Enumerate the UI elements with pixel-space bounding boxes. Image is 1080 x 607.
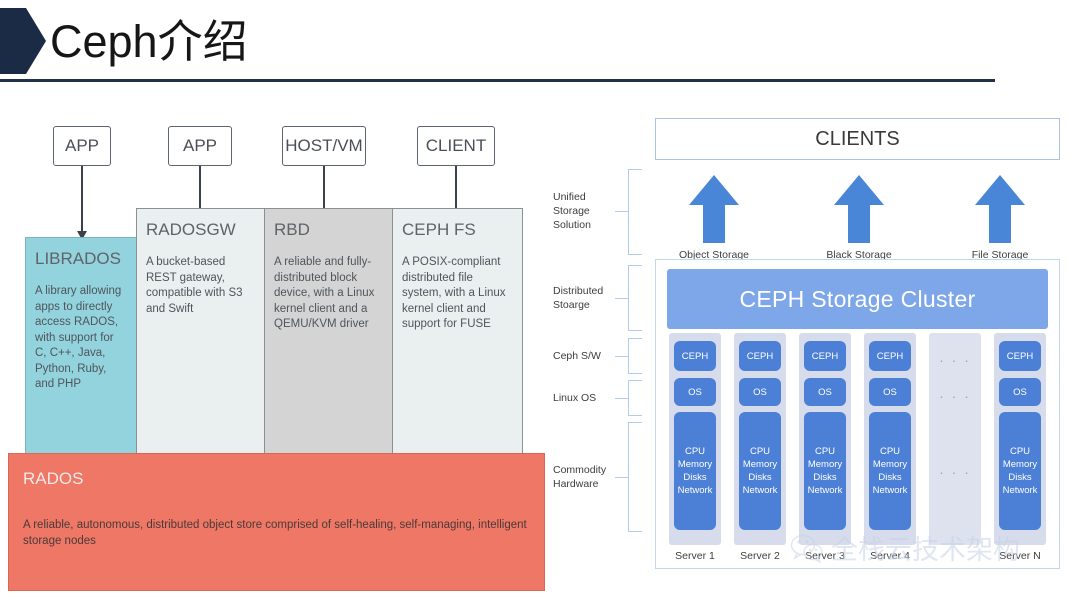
slide-header: Ceph介绍 bbox=[0, 0, 1080, 86]
bracket-stem-ceph-sw bbox=[615, 356, 628, 358]
server-column: CEPH OS CPU Memory Disks Network bbox=[734, 333, 786, 545]
bracket-label-unified-storage: Unified Storage Solution bbox=[553, 190, 591, 232]
node-chip-hardware: CPU Memory Disks Network bbox=[674, 412, 716, 530]
node-chip-os: OS bbox=[999, 378, 1041, 406]
server-column: CEPH OS CPU Memory Disks Network bbox=[799, 333, 851, 545]
node-chip-os: OS bbox=[869, 378, 911, 406]
client-box-client: CLIENT bbox=[417, 126, 495, 166]
server-label: Server 3 bbox=[805, 550, 845, 562]
ellipsis-os-row: · · · bbox=[939, 388, 971, 404]
layer-desc-rbd: A reliable and fully-distributed block d… bbox=[274, 256, 375, 330]
page-title: Ceph介绍 bbox=[50, 16, 248, 67]
connector-arrow-app2 bbox=[194, 166, 205, 218]
bracket-stem-distributed-storage bbox=[615, 298, 628, 300]
node-chip-ceph: CEPH bbox=[674, 341, 716, 371]
bracket-unified-storage bbox=[628, 169, 642, 255]
layer-desc-librados: A library allowing apps to directly acce… bbox=[35, 285, 122, 390]
arrow-label-black-storage: Black Storage bbox=[826, 249, 892, 261]
layer-title-rbd: RBD bbox=[274, 220, 310, 239]
node-chip-hardware: CPU Memory Disks Network bbox=[804, 412, 846, 530]
server-column: CEPH OS CPU Memory Disks Network bbox=[864, 333, 916, 545]
server-label: Server 1 bbox=[675, 550, 715, 562]
layer-title-rados: RADOS bbox=[23, 469, 84, 488]
client-box-app-2: APP bbox=[168, 126, 232, 166]
bracket-linux-os bbox=[628, 380, 642, 416]
header-chevron-icon bbox=[0, 8, 46, 74]
bracket-label-line: Distributed Stoarge bbox=[553, 285, 604, 311]
bracket-label-commodity-hardware: Commodity Hardware bbox=[553, 463, 606, 491]
client-box-hostvm: HOST/VM bbox=[282, 126, 366, 166]
ceph-stack-diagram: APP APP HOST/VM CLIENT LIBRADOS A librar… bbox=[0, 95, 545, 595]
bracket-label-line: Commodity Hardware bbox=[553, 464, 607, 490]
node-chip-ceph: CEPH bbox=[804, 341, 846, 371]
header-divider bbox=[0, 79, 995, 82]
layer-box-rados: RADOS A reliable, autonomous, distribute… bbox=[8, 453, 545, 591]
bracket-distributed-storage bbox=[628, 265, 642, 331]
layer-desc-rados: A reliable, autonomous, distributed obje… bbox=[23, 519, 527, 547]
layer-title-librados: LIBRADOS bbox=[35, 249, 121, 268]
arrow-black-storage bbox=[832, 173, 886, 245]
ceph-cluster-diagram: CLIENTS Unified Storage Solution Object … bbox=[545, 95, 1080, 595]
cluster-banner: CEPH Storage Cluster bbox=[667, 269, 1048, 329]
arrow-object-storage bbox=[687, 173, 741, 245]
arrow-label-object-storage: Object Storage bbox=[678, 249, 750, 261]
server-column: CEPH OS CPU Memory Disks Network bbox=[994, 333, 1046, 545]
bracket-label-distributed-storage: Distributed Stoarge bbox=[553, 284, 603, 312]
node-chip-ceph: CEPH bbox=[999, 341, 1041, 371]
server-label: Server N bbox=[999, 550, 1041, 562]
bracket-stem-linux-os bbox=[615, 398, 628, 400]
bracket-label-ceph-sw: Ceph S/W bbox=[553, 350, 601, 362]
client-box-app-1: APP bbox=[53, 126, 111, 166]
arrow-file-storage bbox=[973, 173, 1027, 245]
layer-desc-radosgw: A bucket-based REST gateway, compatible … bbox=[146, 256, 243, 315]
layer-box-cephfs: CEPH FS A POSIX-compliant distributed fi… bbox=[392, 208, 523, 472]
connector-arrow-hostvm bbox=[318, 166, 329, 218]
bracket-ceph-sw bbox=[628, 338, 642, 374]
node-chip-ceph: CEPH bbox=[869, 341, 911, 371]
node-chip-os: OS bbox=[739, 378, 781, 406]
node-chip-ceph: CEPH bbox=[739, 341, 781, 371]
arrow-label-file-storage: File Storage bbox=[971, 249, 1029, 261]
bracket-stem-unified-storage bbox=[615, 211, 628, 213]
connector-arrow-app1 bbox=[76, 166, 87, 240]
layer-desc-cephfs: A POSIX-compliant distributed file syste… bbox=[402, 256, 506, 330]
layer-title-radosgw: RADOSGW bbox=[146, 220, 236, 239]
bracket-label-linux-os: Linux OS bbox=[553, 392, 597, 404]
clients-box: CLIENTS bbox=[655, 118, 1060, 160]
ellipsis-ceph-row: · · · bbox=[939, 352, 971, 368]
server-label: Server 4 bbox=[870, 550, 910, 562]
node-chip-os: OS bbox=[674, 378, 716, 406]
bracket-stem-commodity-hardware bbox=[615, 477, 628, 479]
server-column: CEPH OS CPU Memory Disks Network bbox=[669, 333, 721, 545]
server-label: Server 2 bbox=[740, 550, 780, 562]
node-chip-os: OS bbox=[804, 378, 846, 406]
ellipsis-hw-row: · · · bbox=[939, 464, 971, 480]
bracket-commodity-hardware bbox=[628, 422, 642, 532]
connector-arrow-client bbox=[450, 166, 461, 218]
layer-title-cephfs: CEPH FS bbox=[402, 220, 476, 239]
node-chip-hardware: CPU Memory Disks Network bbox=[999, 412, 1041, 530]
node-chip-hardware: CPU Memory Disks Network bbox=[869, 412, 911, 530]
bracket-label-line: Unified Storage Solution bbox=[553, 191, 591, 231]
node-chip-hardware: CPU Memory Disks Network bbox=[739, 412, 781, 530]
server-column-ellipsis: · · · · · · · · · bbox=[929, 333, 981, 545]
